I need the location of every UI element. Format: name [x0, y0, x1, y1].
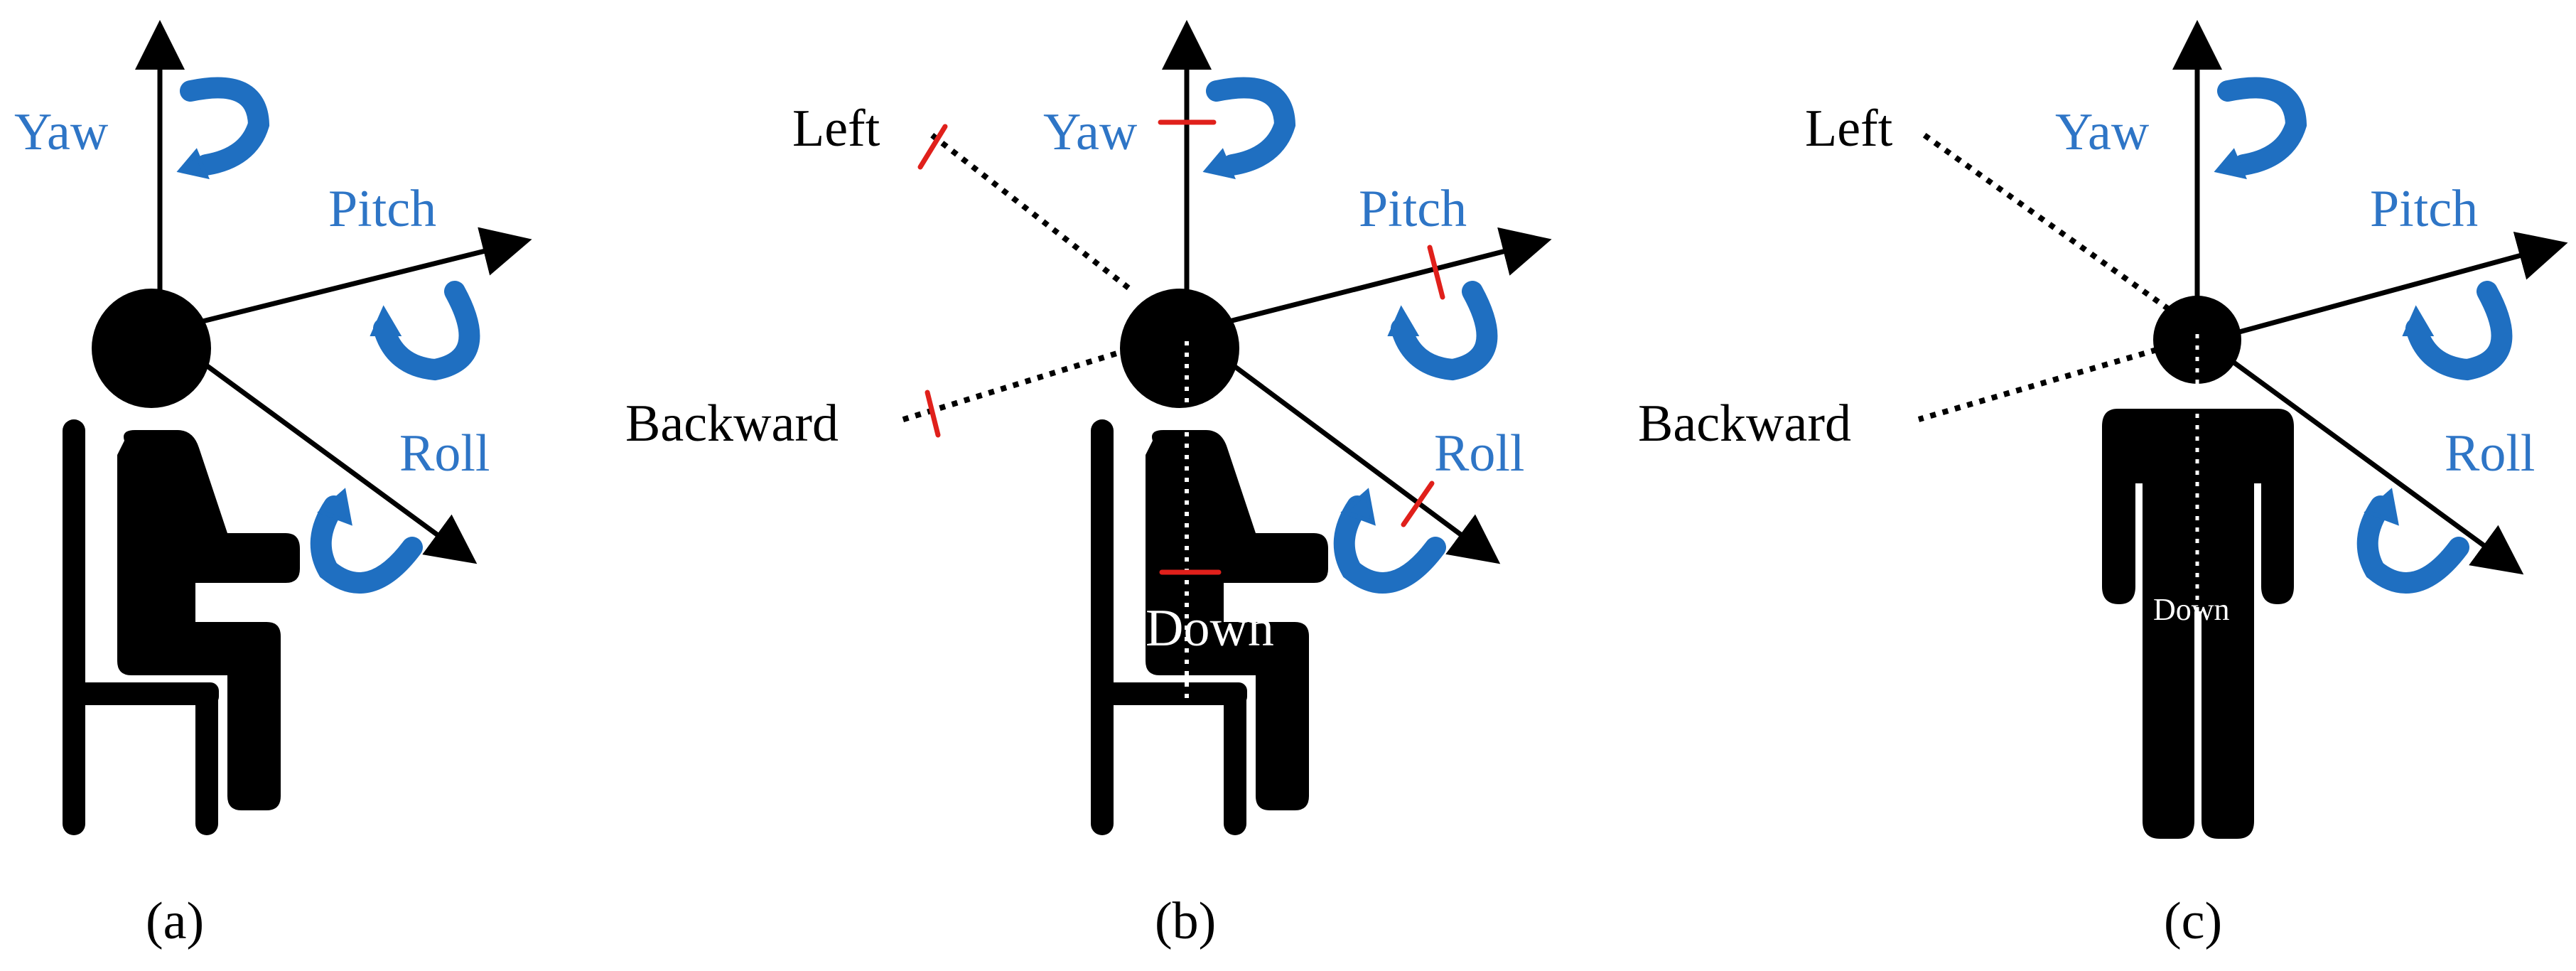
pitch-axis	[1229, 227, 1552, 324]
red-markers	[917, 119, 1445, 575]
marker-pitch	[1427, 245, 1445, 300]
roll-label: Roll	[2445, 424, 2535, 483]
head	[92, 289, 211, 408]
panel-caption: (c)	[2164, 892, 2222, 950]
yaw-label: Yaw	[14, 103, 109, 161]
chair-back	[1091, 419, 1114, 835]
chair-back	[63, 419, 85, 835]
roll-rotation-icon	[310, 488, 423, 594]
pitch-rotation-icon	[1387, 281, 1498, 381]
left-label: Left	[792, 100, 880, 158]
yaw-label: Yaw	[1043, 103, 1138, 161]
marker-left	[917, 124, 948, 170]
pitch-axis	[202, 227, 532, 324]
panel-caption: (b)	[1155, 892, 1216, 950]
roll-label: Roll	[399, 424, 490, 483]
roll-axis	[1227, 360, 1501, 564]
panel-caption: (a)	[146, 892, 204, 950]
roll-axis	[200, 360, 478, 564]
down-label: Down	[2153, 592, 2230, 627]
seated-person-figure	[1091, 289, 1328, 835]
panel-c: Left Backward Yaw Pitch Roll Down (c)	[1638, 20, 2568, 950]
chair-leg	[1224, 682, 1246, 835]
chair-seat	[63, 682, 219, 705]
body	[2102, 409, 2294, 839]
left-label: Left	[1805, 100, 1893, 158]
pitch-label: Pitch	[2370, 180, 2478, 238]
torso	[117, 430, 300, 810]
roll-label: Roll	[1434, 424, 1524, 483]
standing-person-figure	[2102, 296, 2294, 839]
roll-rotation-icon	[1333, 488, 1446, 594]
yaw-rotation-icon	[1202, 77, 1296, 180]
roll-axis	[2222, 353, 2524, 575]
chair-seat	[1091, 682, 1247, 705]
marker-roll	[1401, 481, 1435, 527]
pitch-label: Pitch	[1359, 180, 1467, 238]
pitch-label: Pitch	[328, 180, 436, 238]
roll-rotation-icon	[2356, 488, 2469, 594]
backward-label: Backward	[625, 395, 839, 453]
yaw-label: Yaw	[2055, 103, 2150, 161]
chair-leg	[195, 682, 218, 835]
head	[1120, 289, 1239, 408]
left-axis	[925, 129, 1131, 291]
yaw-rotation-icon	[2214, 77, 2307, 180]
marker-backward	[925, 390, 941, 438]
yaw-rotation-icon	[176, 77, 270, 180]
pitch-rotation-icon	[2402, 281, 2513, 381]
panel-b: Left Backward Yaw Pitch Roll Down (b)	[625, 20, 1552, 950]
pitch-rotation-icon	[370, 281, 480, 381]
backward-label: Backward	[1638, 395, 1851, 453]
pitch-axis	[2231, 231, 2568, 337]
backward-axis	[898, 347, 1130, 424]
head	[2153, 296, 2241, 384]
seated-person-figure	[63, 289, 300, 835]
backward-axis	[1917, 347, 2158, 422]
panel-a: Yaw Pitch Roll (a)	[14, 20, 532, 950]
down-label: Down	[1146, 599, 1274, 658]
torso	[1146, 430, 1328, 810]
